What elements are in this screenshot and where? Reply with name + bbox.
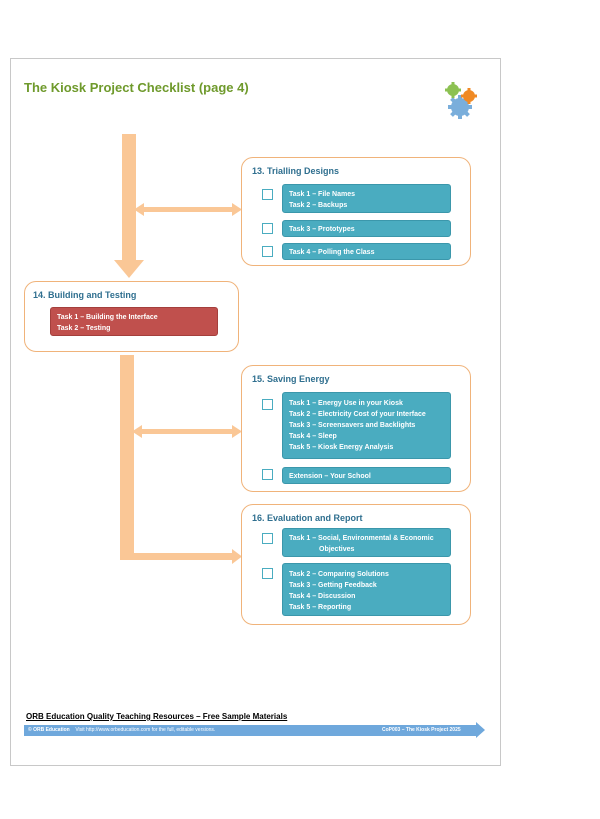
footer-title: ORB Education Quality Teaching Resources… bbox=[26, 712, 288, 721]
checkbox[interactable] bbox=[262, 399, 273, 410]
footer-left: © ORB Education Visit http://www.orbeduc… bbox=[28, 727, 215, 733]
arrow-shaft-bottom bbox=[120, 355, 134, 560]
arrow-head-down bbox=[114, 260, 144, 278]
task-label: Task 5 – Kiosk Energy Analysis bbox=[289, 444, 394, 451]
checkbox[interactable] bbox=[262, 223, 273, 234]
checkbox[interactable] bbox=[262, 533, 273, 544]
arrow-head-right-16 bbox=[232, 549, 242, 564]
section-14-title: 14. Building and Testing bbox=[33, 290, 137, 300]
arrow-head-left-15 bbox=[132, 425, 142, 438]
task-group: Task 4 – Polling the Class bbox=[282, 243, 451, 260]
arrow-horizontal-16 bbox=[120, 553, 232, 560]
task-group: Extension – Your School bbox=[282, 467, 451, 484]
task-label: Task 1 – Building the Interface bbox=[57, 314, 158, 321]
arrow-shaft-top bbox=[122, 134, 136, 262]
task-label: Task 4 – Polling the Class bbox=[289, 249, 375, 256]
section-16-title: 16. Evaluation and Report bbox=[252, 513, 363, 523]
cogs-icon bbox=[445, 82, 477, 119]
arrow-head-right-13 bbox=[232, 203, 242, 216]
checkbox[interactable] bbox=[262, 189, 273, 200]
footer-code: CoP003 – The Kiosk Project 2025 bbox=[382, 727, 461, 733]
arrow-head-left-13 bbox=[134, 203, 144, 216]
checkbox[interactable] bbox=[262, 469, 273, 480]
task-label: Task 3 – Screensavers and Backlights bbox=[289, 422, 416, 429]
task-group: Task 2 – Comparing Solutions Task 3 – Ge… bbox=[282, 563, 451, 616]
footer-arrow-tip bbox=[476, 722, 485, 738]
arrow-horizontal-15 bbox=[140, 429, 232, 434]
footer-visit: Visit http://www.orbeducation.com for th… bbox=[75, 727, 216, 733]
task-label: Task 1 – Energy Use in your Kiosk bbox=[289, 400, 403, 407]
task-group: Task 1 – File Names Task 2 – Backups bbox=[282, 184, 451, 213]
task-label: Objectives bbox=[319, 546, 355, 553]
task-group: Task 3 – Prototypes bbox=[282, 220, 451, 237]
task-label: Task 3 – Prototypes bbox=[289, 226, 355, 233]
page-title: The Kiosk Project Checklist (page 4) bbox=[24, 80, 249, 95]
task-label: Task 3 – Getting Feedback bbox=[289, 582, 377, 589]
task-label: Task 4 – Discussion bbox=[289, 593, 356, 600]
task-group-active: Task 1 – Building the Interface Task 2 –… bbox=[50, 307, 218, 336]
section-15-title: 15. Saving Energy bbox=[252, 374, 330, 384]
task-label: Task 2 – Comparing Solutions bbox=[289, 571, 389, 578]
arrow-horizontal-13 bbox=[142, 207, 232, 212]
checkbox[interactable] bbox=[262, 568, 273, 579]
task-label: Task 1 – Social, Environmental & Economi… bbox=[289, 535, 434, 542]
task-group: Task 1 – Energy Use in your Kiosk Task 2… bbox=[282, 392, 451, 459]
task-group: Task 1 – Social, Environmental & Economi… bbox=[282, 528, 451, 557]
checkbox[interactable] bbox=[262, 246, 273, 257]
task-label: Extension – Your School bbox=[289, 473, 371, 480]
task-label: Task 2 – Testing bbox=[57, 325, 111, 332]
task-label: Task 2 – Electricity Cost of your Interf… bbox=[289, 411, 426, 418]
task-label: Task 1 – File Names bbox=[289, 191, 356, 198]
task-label: Task 4 – Sleep bbox=[289, 433, 337, 440]
arrow-head-right-15 bbox=[232, 425, 242, 438]
footer-copyright: © ORB Education bbox=[28, 727, 70, 733]
footer-bar bbox=[24, 725, 476, 736]
task-label: Task 5 – Reporting bbox=[289, 604, 352, 611]
section-13-title: 13. Trialling Designs bbox=[252, 166, 340, 176]
task-label: Task 2 – Backups bbox=[289, 202, 348, 209]
